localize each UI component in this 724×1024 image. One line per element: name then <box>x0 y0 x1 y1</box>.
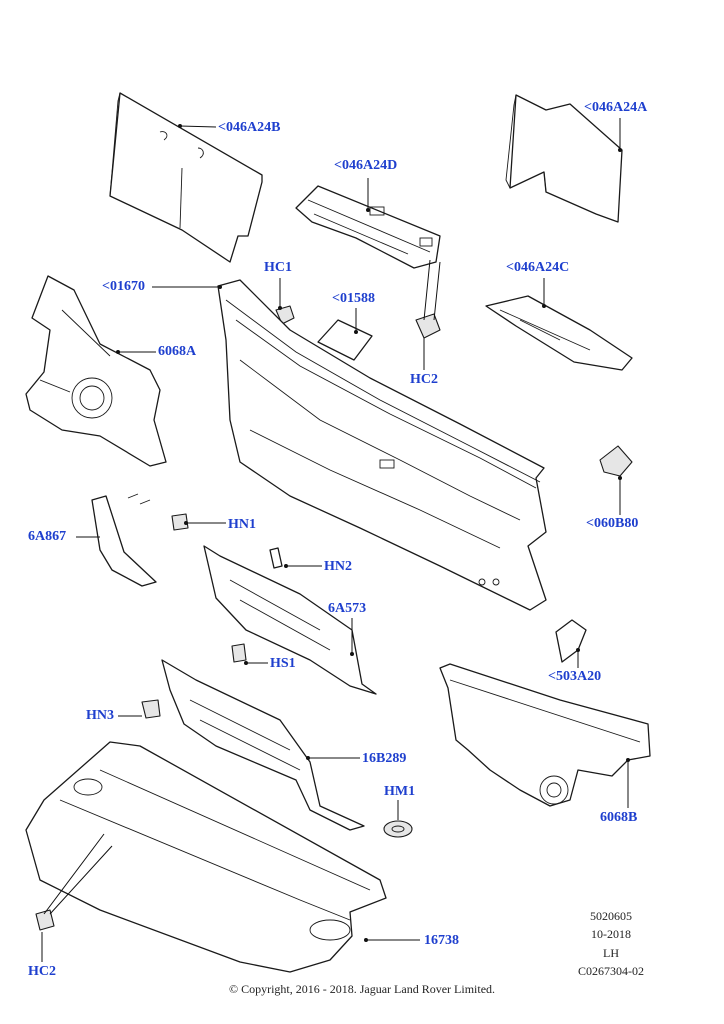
part-HN2 <box>269 547 283 569</box>
callout-HM1[interactable]: HM1 <box>384 784 416 799</box>
callout-01588[interactable]: <01588 <box>332 291 375 306</box>
callout-HC2-top[interactable]: HC2 <box>410 372 438 387</box>
part-01588 <box>317 319 373 361</box>
part-046A24D <box>295 185 441 269</box>
part-046A24B <box>109 92 263 263</box>
callout-046A24D[interactable]: <046A24D <box>334 158 398 173</box>
ref-code: C0267304-02 <box>578 964 644 978</box>
ref-date: 10-2018 <box>591 927 631 941</box>
part-01670 <box>217 279 547 611</box>
callout-503A20[interactable]: <503A20 <box>548 669 602 684</box>
callout-16B289[interactable]: 16B289 <box>362 751 407 766</box>
callout-HC2-bottom[interactable]: HC2 <box>28 964 56 979</box>
part-6068B <box>439 663 651 807</box>
callout-HN2[interactable]: HN2 <box>324 559 352 574</box>
part-6A573 <box>203 545 377 695</box>
callout-046A24A[interactable]: <046A24A <box>584 100 648 115</box>
part-16B289 <box>161 659 365 831</box>
ref-side: LH <box>603 946 619 960</box>
part-HM1 <box>383 820 413 838</box>
callout-046A24C[interactable]: <046A24C <box>506 260 570 275</box>
part-6A867 <box>91 493 157 587</box>
copyright-notice: © Copyright, 2016 - 2018. Jaguar Land Ro… <box>228 982 496 996</box>
callout-6A867[interactable]: 6A867 <box>28 529 67 544</box>
ref-number: 5020605 <box>590 909 632 923</box>
callout-060B80[interactable]: <060B80 <box>586 516 639 531</box>
part-HC2-top <box>415 313 441 339</box>
part-6068A <box>25 275 167 467</box>
part-HN3 <box>141 699 161 719</box>
callout-6068B[interactable]: 6068B <box>600 810 638 825</box>
part-046A24C <box>485 295 633 371</box>
part-046A24A <box>505 94 623 223</box>
part-HN1 <box>171 513 189 531</box>
callout-01670[interactable]: <01670 <box>102 279 145 294</box>
part-060B80 <box>599 445 633 477</box>
callout-6A573[interactable]: 6A573 <box>328 601 367 616</box>
part-HS1 <box>231 643 247 663</box>
callout-16738[interactable]: 16738 <box>424 933 459 948</box>
callout-HN3[interactable]: HN3 <box>86 708 114 723</box>
callout-HN1[interactable]: HN1 <box>228 517 256 532</box>
callout-046A24B[interactable]: <046A24B <box>218 120 281 135</box>
leader-lines <box>41 118 630 962</box>
part-16738 <box>25 741 387 973</box>
part-HC2-bottom <box>35 909 55 931</box>
callout-HS1[interactable]: HS1 <box>270 656 296 671</box>
part-503A20 <box>555 619 587 663</box>
callout-6068A[interactable]: 6068A <box>158 344 197 359</box>
callout-HC1[interactable]: HC1 <box>264 260 292 275</box>
